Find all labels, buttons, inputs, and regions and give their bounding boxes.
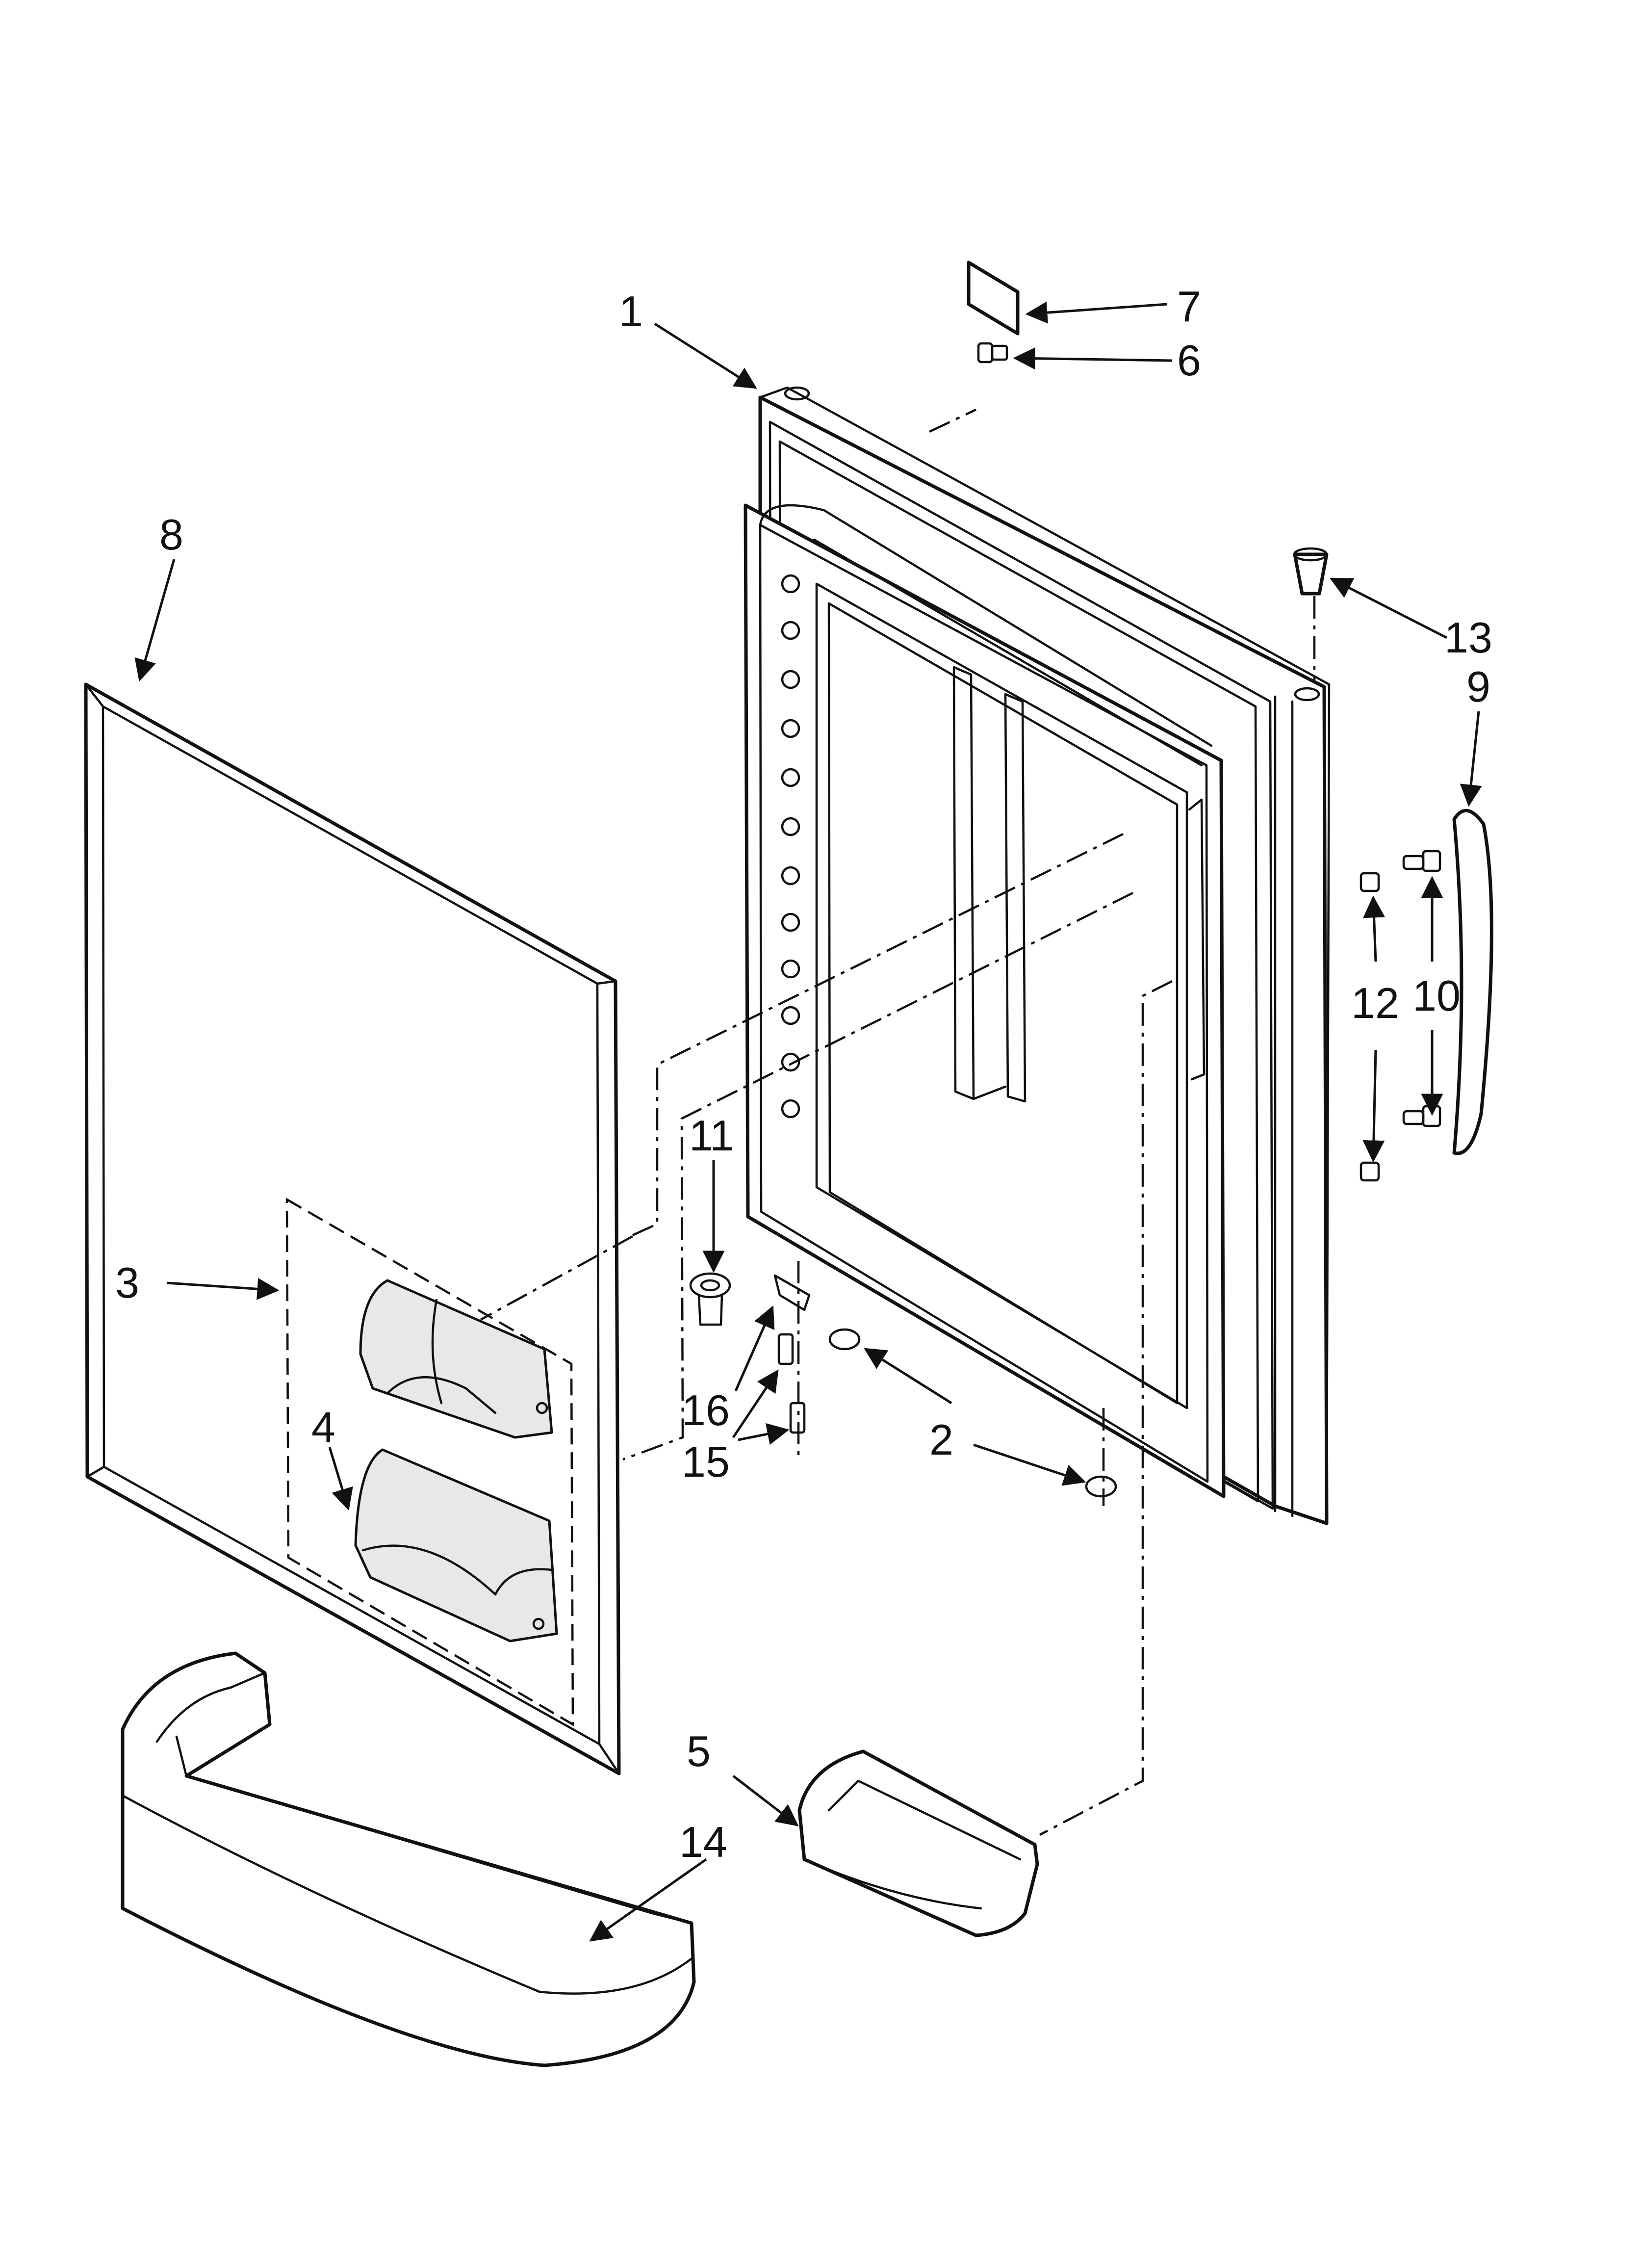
leader-lines <box>134 301 1482 1942</box>
callout-6: 6 <box>1177 336 1201 385</box>
small-door-bin-part <box>797 1749 1039 1937</box>
handle-studs-part <box>1360 872 1380 1182</box>
callout-15: 15 <box>682 1437 730 1486</box>
door-bin-part <box>354 1448 558 1642</box>
callout-5: 5 <box>687 1727 711 1775</box>
callout-13: 13 <box>1444 613 1492 662</box>
bushing-part <box>1293 547 1329 596</box>
callout-labels: 1 2 3 4 5 6 7 8 9 10 11 12 13 14 15 16 <box>115 282 1492 1866</box>
callout-12: 12 <box>1351 979 1399 1027</box>
callout-9: 9 <box>1466 662 1490 711</box>
hinge-bracket-part <box>773 1274 811 1311</box>
callout-3: 3 <box>115 1258 139 1307</box>
door-handle-part <box>1452 808 1493 1155</box>
callout-7: 7 <box>1177 282 1201 331</box>
assembly-lines <box>480 408 1316 1836</box>
callout-10: 10 <box>1412 971 1461 1020</box>
shelf-pin-holes <box>781 574 800 1119</box>
callout-14: 14 <box>679 1818 727 1866</box>
door-gasket-frame <box>744 503 1226 1498</box>
bracket-screws-part <box>777 1333 806 1434</box>
callout-8: 8 <box>159 510 183 559</box>
dispenser-outline <box>285 1198 574 1726</box>
spacer-part <box>828 1328 1117 1498</box>
callout-11: 11 <box>689 1111 734 1160</box>
large-door-shelf-part <box>121 1651 696 2067</box>
callout-1: 1 <box>619 287 643 336</box>
dispenser-bin-part <box>359 1279 553 1439</box>
callout-16: 16 <box>682 1386 730 1434</box>
hinge-bushing-part <box>689 1272 731 1326</box>
label-plate-part <box>967 261 1020 336</box>
callout-2: 2 <box>929 1415 953 1464</box>
callout-4: 4 <box>311 1403 335 1452</box>
screw-part-6 <box>977 342 1008 364</box>
